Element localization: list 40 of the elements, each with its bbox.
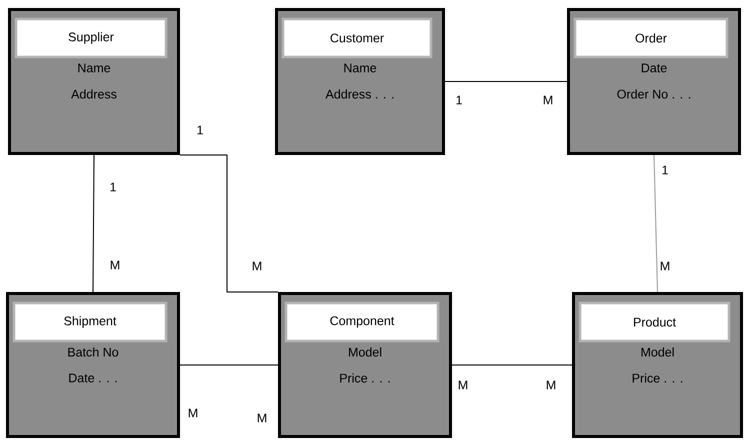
entity-box <box>567 8 741 155</box>
cardinality-label: 1 <box>456 96 462 104</box>
connector-line <box>444 81 568 82</box>
header-box: Shipment <box>12 302 168 342</box>
cardinality-label: M <box>544 96 552 104</box>
cardinality-label: M <box>660 262 670 270</box>
attribute-text: Address . . . <box>326 89 394 99</box>
attribute-text: Address <box>71 89 116 99</box>
connector-line <box>452 364 572 366</box>
attribute-text: Name <box>78 64 110 72</box>
attribute-text: Batch No <box>68 347 118 357</box>
connector-line <box>92 154 94 292</box>
entity-box <box>278 292 452 438</box>
attribute-text: Model <box>642 347 674 357</box>
connector-line <box>180 364 278 366</box>
attribute-text: Price . . . <box>340 373 390 383</box>
cardinality-label: M <box>546 380 556 390</box>
entity-box <box>572 292 743 438</box>
header-box: Product <box>578 302 730 342</box>
attribute-text: Model <box>349 347 382 357</box>
header-box: Supplier <box>14 18 168 58</box>
connector-line <box>180 154 278 292</box>
header-box: Component <box>284 302 440 342</box>
cardinality-label: M <box>258 414 266 422</box>
cardinality-label: M <box>110 260 120 270</box>
attribute-text: Name <box>344 64 376 72</box>
attribute-text: Date <box>642 64 667 72</box>
header-box: Order <box>574 18 728 58</box>
attribute-text: Price . . . <box>632 373 682 383</box>
entity-box <box>8 8 180 155</box>
entity-box <box>6 292 180 438</box>
attribute-text: Order No . . . <box>617 89 690 99</box>
attribute-text: Date . . . <box>69 374 117 382</box>
entity-box <box>275 8 445 155</box>
connector-line <box>654 154 658 292</box>
cardinality-label: 1 <box>197 126 203 134</box>
cardinality-label: 1 <box>662 166 668 174</box>
cardinality-label: 1 <box>110 182 116 192</box>
cardinality-label: M <box>252 262 262 270</box>
header-box: Customer <box>282 18 432 58</box>
